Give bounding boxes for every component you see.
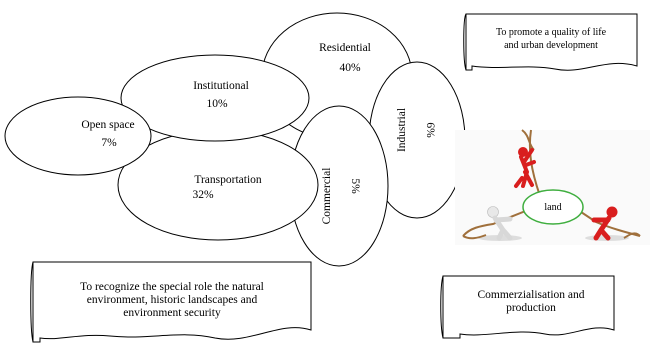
ellipse-commercial: Commercial 5% (289, 105, 389, 267)
industrial-percent: 6% (424, 122, 436, 138)
land-label: land (544, 202, 561, 213)
commercial-label: Commercial (321, 168, 333, 225)
banner-quality-line1: To promote a quality of life (496, 27, 607, 38)
banner-commerce: Commerzialisation and production (440, 275, 615, 339)
banner-heritage-line3: environment security (123, 307, 221, 319)
red-figure-pulling-icon (591, 206, 618, 241)
rope-top (528, 129, 541, 197)
land-circle: land (522, 189, 584, 225)
banner-heritage-line1: To recognize the special role the natura… (80, 281, 264, 293)
white-figure-icon (487, 206, 513, 241)
banner-heritage: To recognize the special role the natura… (30, 261, 312, 343)
banner-heritage-line2: environment, historic landscapes and (87, 294, 258, 306)
commercial-percent: 5% (349, 178, 361, 194)
institutional-percent: 10% (206, 98, 228, 110)
land-illustration: land (455, 129, 650, 245)
rope-left (462, 209, 529, 237)
ellipse-institutional: Institutional 10% (120, 54, 310, 142)
ellipse-industrial: Industrial 6% (368, 61, 466, 219)
banner-quality-of-life: To promote a quality of life and urban d… (463, 13, 638, 71)
open-space-percent: 7% (101, 137, 117, 149)
banner-commerce-line1: Commerzialisation and (478, 289, 585, 301)
institutional-label: Institutional (193, 80, 249, 92)
industrial-label: Industrial (396, 108, 408, 152)
red-figure-climbing-icon (514, 147, 536, 188)
transportation-label: Transportation (194, 174, 262, 186)
open-space-label: Open space (81, 119, 134, 131)
ellipse-transportation: Transportation 32% (117, 129, 319, 241)
banner-commerce-line2: production (506, 302, 556, 314)
residential-label: Residential (319, 42, 371, 54)
ellipse-open-space: Open space 7% (4, 96, 152, 176)
transportation-percent: 32% (192, 189, 214, 201)
residential-percent: 40% (339, 62, 361, 74)
banner-quality-line2: and urban development (504, 40, 598, 51)
illustration-background (455, 130, 650, 245)
